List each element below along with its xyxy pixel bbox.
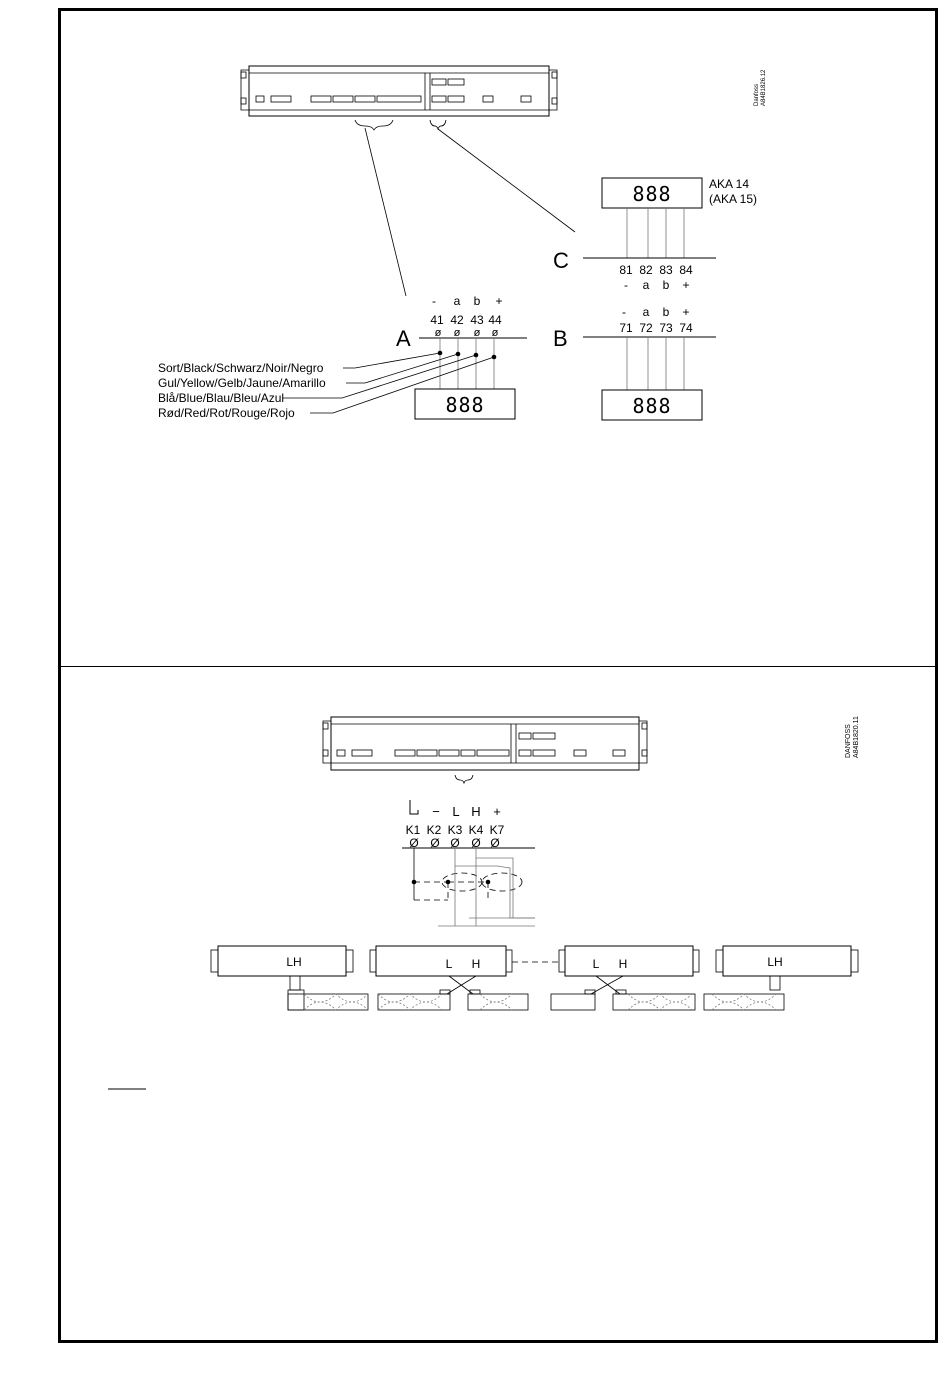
top-controller-unit xyxy=(241,66,557,130)
display-a: 888 xyxy=(415,389,515,419)
aka-model-label: AKA 14 xyxy=(709,177,749,191)
sign-a-plus: + xyxy=(495,294,502,308)
module-1: LH xyxy=(211,946,368,1010)
sign-a-a: a xyxy=(454,294,461,308)
terminal-43: 43 xyxy=(470,313,484,327)
aka-alt-model-label: (AKA 15) xyxy=(709,192,757,206)
sign-c-minus: - xyxy=(624,278,628,292)
sign-b-plus: + xyxy=(682,305,689,319)
module-4-label: LH xyxy=(767,955,782,969)
terminal-71: 71 xyxy=(619,321,633,335)
sign-c-a: a xyxy=(643,278,650,292)
display-a-digits: 888 xyxy=(445,393,484,417)
display-b-digits: 888 xyxy=(632,394,671,418)
leader-line-a xyxy=(365,128,406,296)
aka-display: 888 xyxy=(602,178,702,208)
bottom-controller-unit xyxy=(323,717,647,783)
top-code-line-2: A84B1826.12 xyxy=(761,69,767,106)
label-c: C xyxy=(553,248,569,273)
screw-42: ø xyxy=(454,327,461,339)
module-3-label-h: H xyxy=(619,957,628,971)
module-4: LH xyxy=(704,946,858,1010)
screw-43: ø xyxy=(474,327,481,339)
bottom-code-line-1: DANFOSS xyxy=(845,724,852,758)
sign-c-b: b xyxy=(663,278,670,292)
terminal-k1: K1 xyxy=(406,823,421,837)
sign-b-minus: - xyxy=(622,305,626,319)
wire-yellow-label: Gul/Yellow/Gelb/Jaune/Amarillo xyxy=(158,376,326,390)
top-code-line-1: Danfoss xyxy=(754,84,760,106)
sign-a-b: b xyxy=(474,294,481,308)
label-a: A xyxy=(396,326,411,351)
sign-minus: − xyxy=(432,804,440,819)
screw-44: ø xyxy=(492,327,499,339)
screw-41: ø xyxy=(435,327,442,339)
leader-line-c xyxy=(438,129,575,232)
sign-a-minus: - xyxy=(432,294,436,308)
terminal-k4: K4 xyxy=(469,823,484,837)
terminal-k3: K3 xyxy=(448,823,463,837)
module-3-label-l: L xyxy=(593,957,600,971)
terminal-k7: K7 xyxy=(490,823,505,837)
terminal-44: 44 xyxy=(488,313,502,327)
sign-c-plus: + xyxy=(682,278,689,292)
display-b: 888 xyxy=(602,390,702,420)
wire-blue-label: Blå/Blue/Blau/Bleu/Azul xyxy=(158,391,284,405)
terminal-82: 82 xyxy=(639,263,653,277)
terminal-84: 84 xyxy=(679,263,693,277)
terminal-72: 72 xyxy=(639,321,653,335)
terminal-41: 41 xyxy=(430,313,444,327)
module-2: L H xyxy=(370,946,528,1010)
wire-red-label: Rød/Red/Rot/Rouge/Rojo xyxy=(158,406,295,420)
sign-b-b: b xyxy=(663,305,670,319)
module-3: L H xyxy=(551,946,699,1010)
module-2-label-h: H xyxy=(472,957,481,971)
terminal-k2: K2 xyxy=(427,823,442,837)
bottom-code-line-2: A84B1820.11 xyxy=(853,716,860,758)
sign-h: H xyxy=(471,804,480,819)
sign-b-a: a xyxy=(643,305,650,319)
k-wiring xyxy=(412,848,535,926)
terminal-73: 73 xyxy=(659,321,673,335)
sign-plus: + xyxy=(493,804,501,819)
module-2-label-l: L xyxy=(446,957,453,971)
label-b: B xyxy=(553,326,568,351)
module-1-label: LH xyxy=(286,955,301,969)
terminal-74: 74 xyxy=(679,321,693,335)
sign-l: L xyxy=(452,804,459,819)
terminal-83: 83 xyxy=(659,263,673,277)
terminal-42: 42 xyxy=(450,313,464,327)
aka-display-digits: 888 xyxy=(632,182,671,206)
wire-black-label: Sort/Black/Schwarz/Noir/Negro xyxy=(158,361,324,375)
ground-icon xyxy=(410,800,418,814)
terminal-81: 81 xyxy=(619,263,633,277)
